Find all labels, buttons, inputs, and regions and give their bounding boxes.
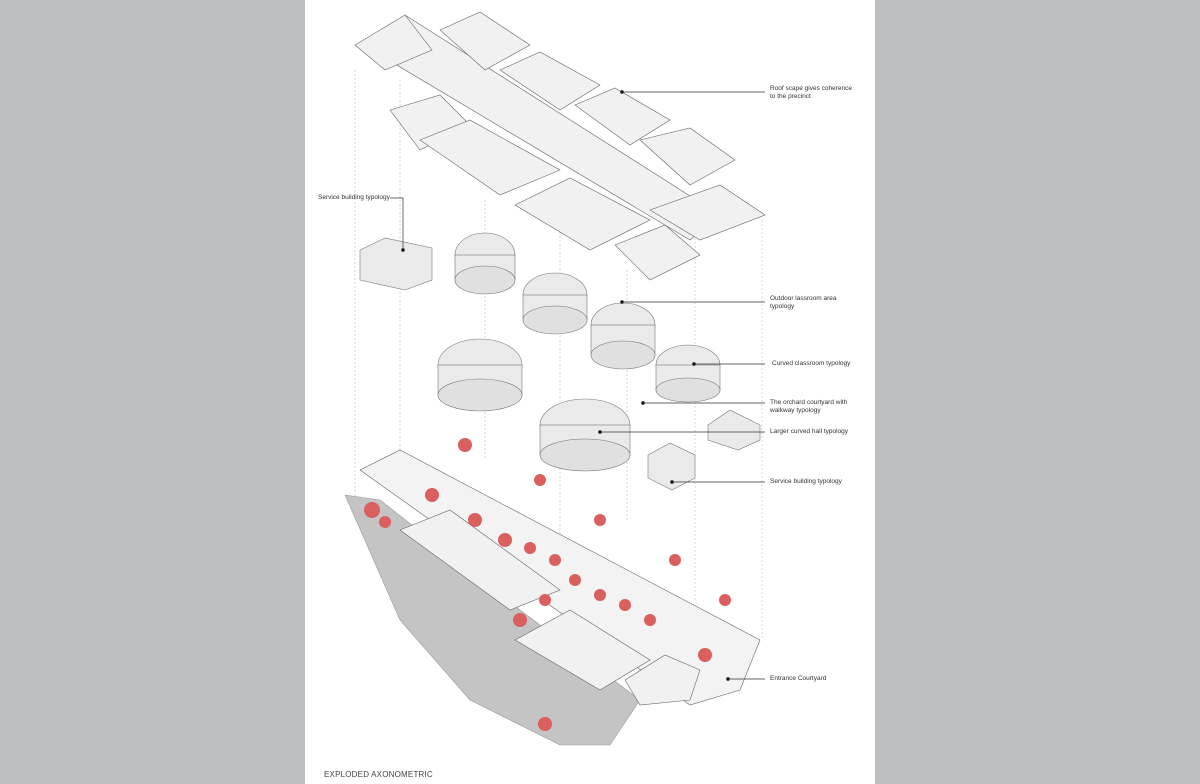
ground-layer	[344, 438, 761, 746]
label-orchard-courtyard: The orchard courtyard with walkway typol…	[770, 399, 848, 414]
roof-layer	[354, 11, 766, 281]
trees	[364, 438, 731, 731]
label-outdoor-classroom: Outdoor lassroom area typology	[770, 295, 837, 310]
service-building-top	[359, 237, 433, 291]
service-building-bottom	[647, 442, 696, 491]
label-entrance-courtyard: Entrance Courtyard	[770, 675, 827, 682]
classroom-layer	[359, 232, 761, 491]
service-building-mid	[707, 409, 761, 451]
label-roofscape: Roof scape gives coherence to the precin…	[770, 85, 853, 100]
label-curved-classroom: Curved classroom typology	[772, 360, 851, 367]
drawing-title: EXPLODED AXONOMETRIC	[324, 770, 433, 779]
leader-lines	[390, 90, 765, 681]
label-larger-curved-hall: Larger curved hall typology	[770, 428, 849, 435]
label-service-building-bottom: Service building typology	[770, 478, 842, 485]
label-service-building-top: Service building typology	[318, 194, 390, 201]
